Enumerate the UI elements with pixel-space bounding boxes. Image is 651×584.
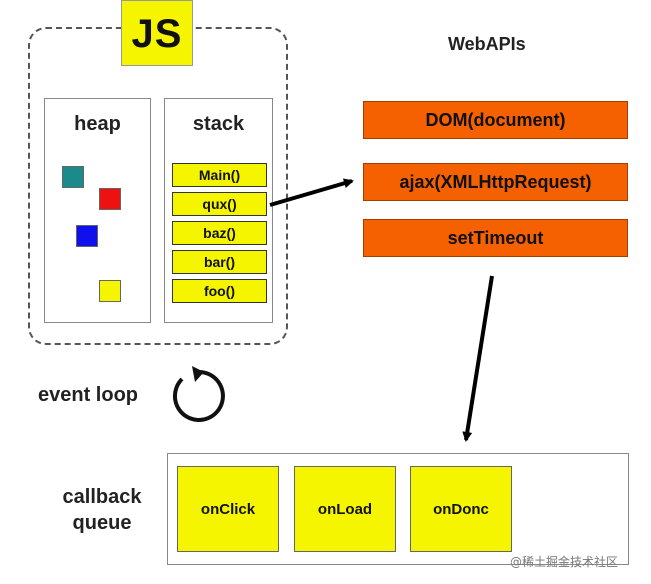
stack-frame: foo(): [172, 279, 267, 303]
webapis-title: WebAPIs: [448, 34, 526, 54]
queue-task: onDonc: [410, 466, 512, 552]
heap-object: [99, 280, 121, 302]
webapi-ajax: ajax(XMLHttpRequest): [363, 163, 628, 201]
queue-task: onClick: [177, 466, 279, 552]
js-logo: JS: [121, 0, 193, 66]
stack-frame: baz(): [172, 221, 267, 245]
watermark: @稀土掘金技术社区: [510, 555, 619, 569]
event-loop-icon: [172, 366, 225, 422]
webapi-dom: DOM(document): [363, 101, 628, 139]
heap-panel: heap: [44, 98, 151, 323]
stack-title: stack: [192, 113, 245, 135]
stack-frame: qux(): [172, 192, 267, 216]
stack-to-webapi-arrow: [269, 178, 354, 207]
callback-queue-label-line1: callback: [62, 486, 142, 508]
heap-object: [62, 166, 84, 188]
heap-title: heap: [74, 113, 121, 135]
stack-frame: bar(): [172, 250, 267, 274]
webapi-to-queue-arrow: [462, 275, 494, 442]
event-loop-label: event loop: [38, 384, 139, 406]
stack-frame: Main(): [172, 163, 267, 187]
callback-queue-label: callback queue: [52, 484, 152, 536]
heap-object: [76, 225, 98, 247]
callback-queue-label-line2: queue: [72, 512, 132, 534]
heap-object: [99, 188, 121, 210]
queue-task: onLoad: [294, 466, 396, 552]
webapi-settimeout: setTimeout: [363, 219, 628, 257]
